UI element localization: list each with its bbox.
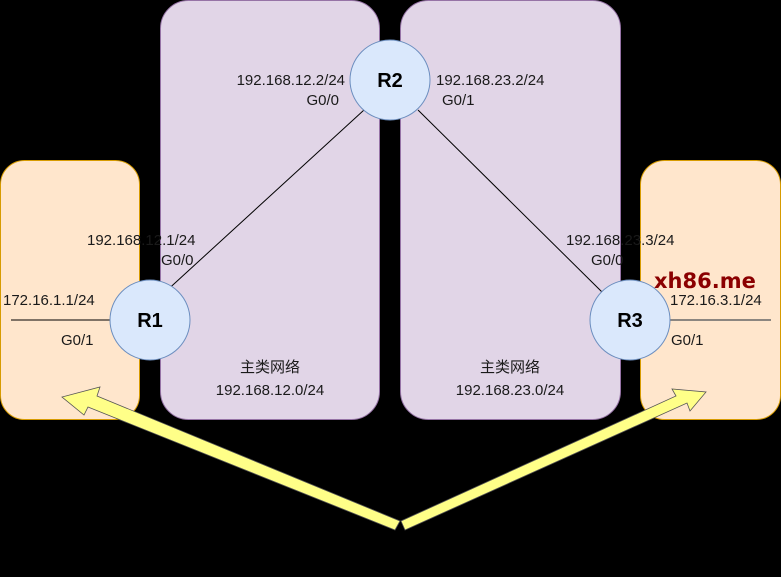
- r3-g01-ip-label: 172.16.3.1/24: [670, 292, 762, 309]
- r2-g01-ip-label: 192.168.23.2/24: [436, 72, 544, 89]
- r3-g00-ip-label-visible: 192.168.23.3/24: [566, 232, 674, 249]
- router-r3-icon: [589, 279, 671, 361]
- arrow-to-r1-lan: [61, 386, 401, 531]
- watermark: xh86.me: [654, 269, 756, 293]
- r1-g01-port-label: G0/1: [61, 332, 94, 349]
- network-23-subnet: 192.168.23.0/24: [456, 382, 564, 399]
- network-23-title: 主类网络: [480, 358, 540, 376]
- router-r1[interactable]: R1: [109, 279, 191, 361]
- router-r2[interactable]: R2: [349, 39, 431, 121]
- link-r2-r3: [417, 109, 603, 293]
- router-r2-name: R2: [377, 70, 403, 92]
- r2-g00-ip-label: 192.168.12.2/24: [237, 72, 345, 89]
- router-r1-name: R1: [137, 310, 163, 332]
- link-r1-r2: [162, 109, 365, 295]
- router-r3-name: R3: [617, 310, 643, 332]
- r3-g01-port-label: G0/1: [671, 332, 704, 349]
- r2-g01-port-label: G0/1: [442, 92, 475, 109]
- r1-lan-area: [0, 160, 140, 420]
- network-area-12: [160, 0, 380, 420]
- router-r1-icon: [109, 279, 191, 361]
- r3-g00-port-label-visible: G0/0: [591, 252, 624, 269]
- network-12-subnet: 192.168.12.0/24: [216, 382, 324, 399]
- router-r3[interactable]: R3: [589, 279, 671, 361]
- router-r2-icon: [349, 39, 431, 121]
- r1-g01-ip-label: 172.16.1.1/24: [3, 292, 95, 309]
- r1-g00-port-label-visible: G0/0: [161, 252, 194, 269]
- network-12-title: 主类网络: [240, 358, 300, 376]
- arrow-to-r3-lan: [400, 388, 707, 531]
- r2-g00-port-label: G0/0: [306, 92, 339, 109]
- network-area-23: [400, 0, 621, 420]
